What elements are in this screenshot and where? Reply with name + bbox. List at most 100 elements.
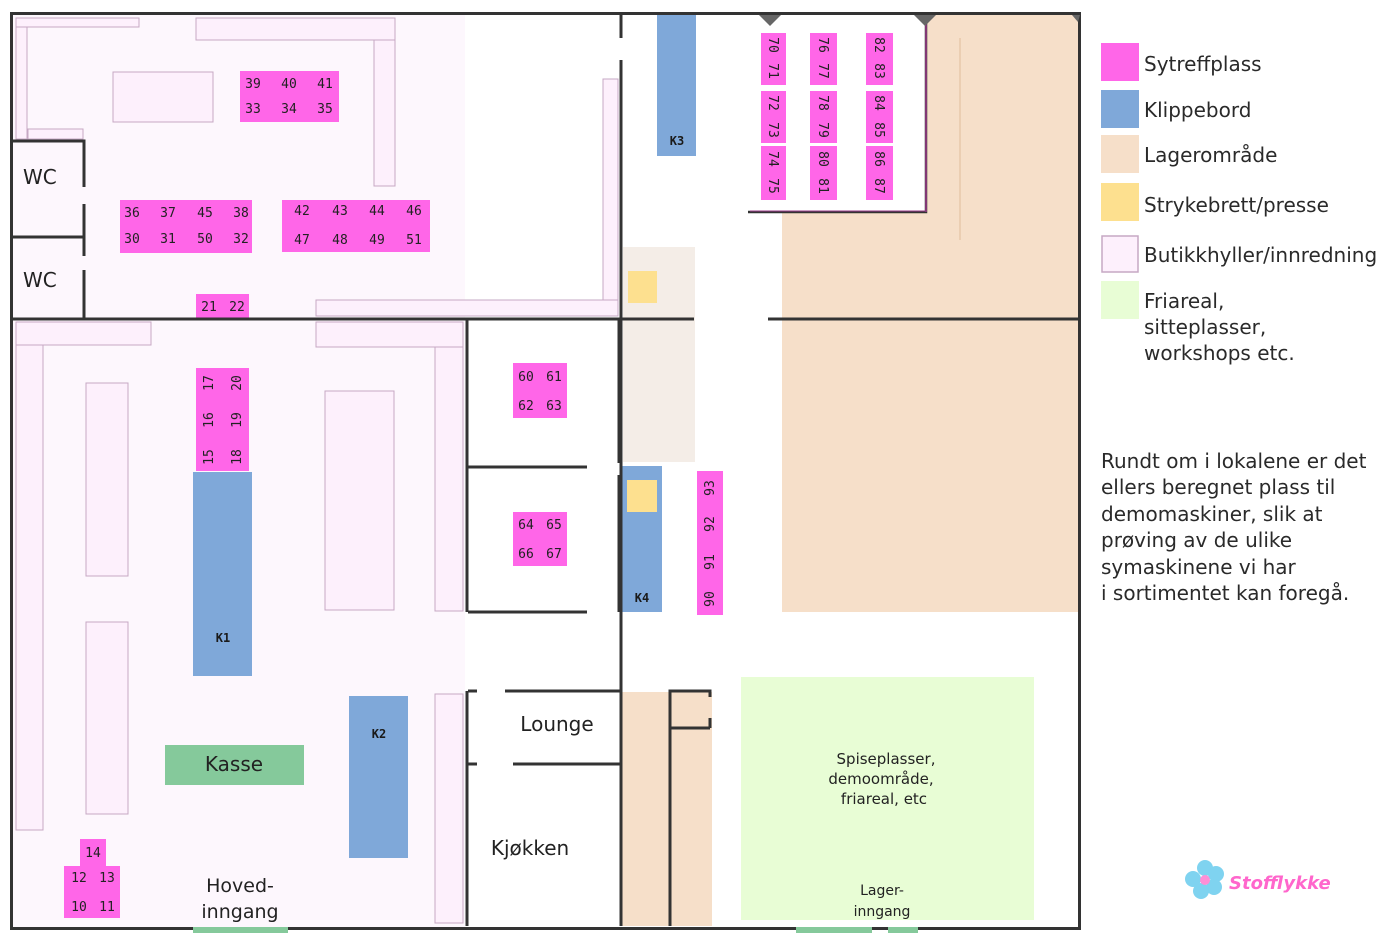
- seat-number: 86: [871, 151, 886, 167]
- wc-label: WC: [23, 268, 57, 292]
- seat-number: 19: [230, 412, 245, 428]
- kitchen-label: Kjøkken: [491, 836, 569, 860]
- storage-zones: [622, 15, 1078, 926]
- seat-number: 67: [546, 547, 562, 562]
- seat-number: 47: [294, 233, 310, 248]
- seat-number: 72: [765, 95, 780, 111]
- seat-number: 39: [245, 77, 261, 92]
- seat-number: 42: [294, 204, 310, 219]
- legend-swatch: [1101, 43, 1139, 81]
- seat-number: 10: [71, 900, 87, 915]
- note-line: prøving av de ulike: [1101, 528, 1292, 552]
- seat-number: 70: [765, 37, 780, 53]
- seat-number: 66: [518, 547, 534, 562]
- free-area: [741, 677, 1034, 920]
- seat-number: 46: [406, 204, 422, 219]
- free-area-label: Spiseplasser,: [837, 750, 936, 768]
- seat-number: 80: [815, 151, 830, 167]
- seat-number: 60: [518, 370, 534, 385]
- seat-numbers: 39 40 41 33 34 35 36 37 45 38 30 31 50 3…: [71, 77, 562, 915]
- table-label-k1: K1: [216, 631, 230, 645]
- legend: Sytreffplass Klippebord Lagerområde Stry…: [1101, 43, 1377, 365]
- seat-number: 20: [230, 375, 245, 391]
- seat-number: 41: [317, 77, 333, 92]
- table-label-k3: K3: [670, 134, 684, 148]
- seat-number: 30: [124, 232, 140, 247]
- seat-number: 44: [369, 204, 385, 219]
- free-area-label: friareal, etc: [841, 790, 927, 808]
- inner-room-walls: [748, 15, 1080, 214]
- ironing-boards: [627, 271, 657, 512]
- seat-number: 13: [99, 871, 115, 886]
- seat-number: 38: [233, 206, 249, 221]
- seat-number: 61: [546, 370, 562, 385]
- seat-number: 82: [871, 37, 886, 53]
- seat-number: 84: [871, 95, 886, 111]
- legend-label: sitteplasser,: [1144, 315, 1266, 339]
- seat-numbers-ccw: 17 20 16 19 15 18 93 92 91 90: [202, 375, 718, 607]
- checkout-counter: [165, 745, 304, 785]
- legend-label: Butikkhyller/innredning: [1144, 243, 1377, 267]
- main-entrance-label: Hoved-: [206, 875, 274, 897]
- seat-number: 35: [317, 102, 333, 117]
- lounge-label: Lounge: [520, 712, 593, 736]
- table-label-k4: K4: [635, 591, 649, 605]
- note-line: demomaskiner, slik at: [1101, 502, 1323, 526]
- seat-number: 34: [281, 102, 297, 117]
- seat-number: 75: [765, 178, 780, 194]
- logo: Stofflykke: [1185, 860, 1331, 899]
- seat-number: 64: [518, 518, 534, 533]
- legend-label: Friareal,: [1144, 289, 1224, 313]
- seat-number: 40: [281, 77, 297, 92]
- seat-number: 62: [518, 399, 534, 414]
- seat-number: 31: [160, 232, 176, 247]
- seat-number: 12: [71, 871, 87, 886]
- note-text: Rundt om i lokalene er det ellers beregn…: [1101, 449, 1367, 605]
- seat-number: 18: [230, 449, 245, 465]
- seat-number: 48: [332, 233, 348, 248]
- cutting-table-k1: [193, 472, 252, 676]
- sewing-spots: [64, 33, 893, 918]
- flower-icon: [1185, 860, 1224, 899]
- seat-number: 83: [871, 63, 886, 79]
- legend-swatch: [1101, 183, 1139, 221]
- seat-numbers-cw: 70 71 72 73 74 75 76 77 78 79 80 81 82 8…: [765, 37, 886, 194]
- seat-number: 73: [765, 122, 780, 138]
- seat-number: 37: [160, 206, 176, 221]
- storage-entrance-label: Lager-: [860, 883, 904, 899]
- shelves: [15, 17, 619, 924]
- legend-label: Lagerområde: [1144, 143, 1277, 167]
- cutting-table-k3: [657, 15, 696, 156]
- seat-number: 11: [99, 900, 115, 915]
- seat-number: 15: [202, 449, 217, 465]
- seat-number: 77: [815, 63, 830, 79]
- seat-number: 32: [233, 232, 249, 247]
- seat-number: 87: [871, 178, 886, 194]
- seat-number: 93: [703, 480, 718, 496]
- legend-label: Sytreffplass: [1144, 52, 1262, 76]
- note-line: ellers beregnet plass til: [1101, 475, 1335, 499]
- checkout-label: Kasse: [205, 752, 263, 776]
- seat-number: 45: [197, 206, 213, 221]
- seat-number: 65: [546, 518, 562, 533]
- seat-number: 81: [815, 178, 830, 194]
- seat-number: 76: [815, 37, 830, 53]
- note-line: Rundt om i lokalene er det: [1101, 449, 1367, 473]
- seat-number: 21: [201, 300, 217, 315]
- seat-number: 85: [871, 122, 886, 138]
- free-area-label: demoområde,: [828, 770, 933, 788]
- entrances: [193, 927, 918, 933]
- seat-number: 78: [815, 95, 830, 111]
- seat-number: 74: [765, 151, 780, 167]
- legend-swatch: [1101, 281, 1139, 319]
- seat-number: 33: [245, 102, 261, 117]
- legend-swatch: [1101, 235, 1139, 273]
- legend-label: Strykebrett/presse: [1144, 193, 1329, 217]
- seat-number: 50: [197, 232, 213, 247]
- seat-number: 22: [229, 300, 245, 315]
- note-line: i sortimentet kan foregå.: [1101, 581, 1349, 605]
- legend-swatch: [1101, 135, 1139, 173]
- seat-number: 63: [546, 399, 562, 414]
- legend-label: Klippebord: [1144, 98, 1251, 122]
